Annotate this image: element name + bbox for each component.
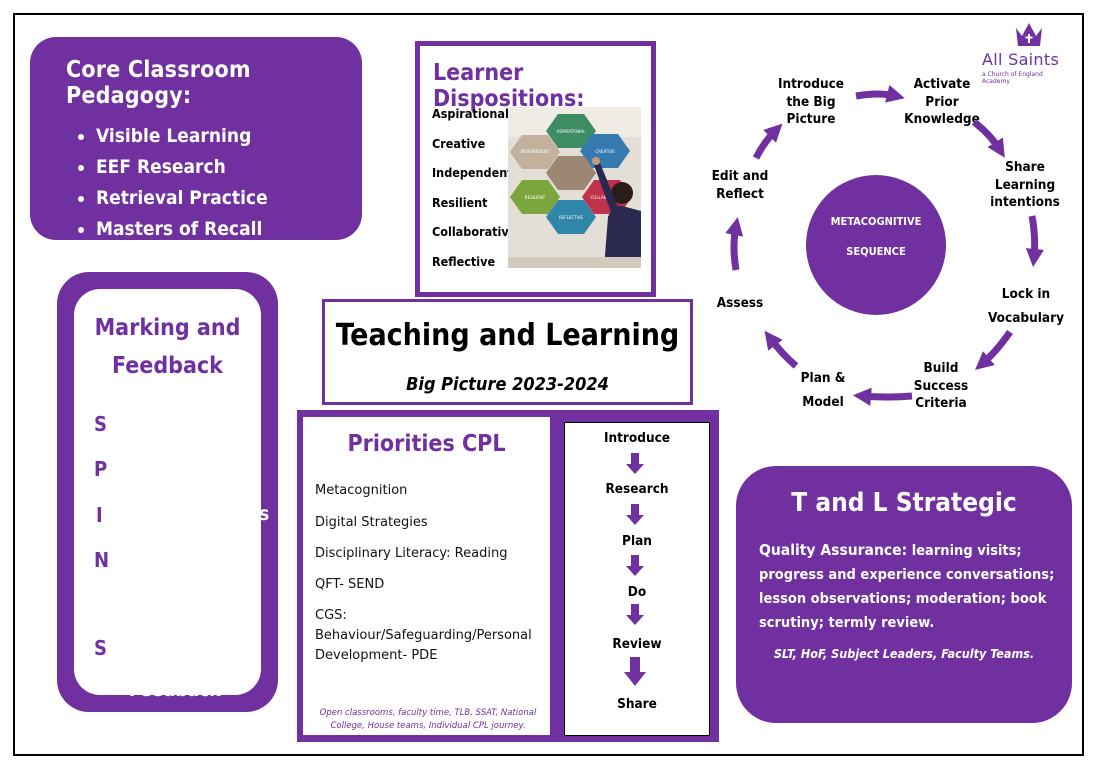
cycle-arrow-icon <box>852 387 913 406</box>
svg-text:INDEPENDENT: INDEPENDENT <box>521 149 550 154</box>
cycle-arrow-icon <box>1025 215 1044 268</box>
metacognitive-sequence-circle: METACOGNITIVE SEQUENCE <box>806 175 946 315</box>
qa-label: Quality Assurance: <box>759 541 908 559</box>
spin-text: Self-awareness <box>128 412 232 456</box>
disposition-item: Reflective <box>432 253 496 269</box>
spin-letter-i: I <box>96 503 103 527</box>
teaching-learning-title-box: Teaching and Learning Big Picture 2023-2… <box>320 297 695 407</box>
spin-text: Praise <box>130 457 191 479</box>
marking-feedback-title: Marking and Feedback <box>94 315 241 379</box>
marking-feedback-card: Marking and Feedback S Self-awareness P … <box>74 289 269 701</box>
svg-text:ASPIRATIONAL: ASPIRATIONAL <box>557 129 586 134</box>
cycle-arrow-icon <box>971 119 1005 158</box>
strategic-body: Quality Assurance: learning visits; prog… <box>759 538 1059 635</box>
flow-step: Share <box>617 696 657 712</box>
down-arrow-icon <box>626 453 644 474</box>
qa-text: learning visits; progress and experience… <box>759 543 1055 631</box>
flow-step: Do <box>627 584 647 600</box>
cpl-item: Disciplinary Literacy: Reading <box>315 546 508 561</box>
svg-text:REFLECTIVE: REFLECTIVE <box>559 215 584 220</box>
cycle-arrow-icon <box>725 217 744 271</box>
cpl-item: CGS: Behaviour/Safeguarding/Personal Dev… <box>315 608 532 663</box>
core-pedagogy-title: Core Classroom Pedagogy: <box>66 57 251 109</box>
spin-text: Feedback <box>129 679 221 701</box>
down-arrow-icon <box>626 604 644 625</box>
spin-letter-s: S <box>94 412 107 436</box>
spin-letter-s: S <box>94 636 107 660</box>
page-title: Teaching and Learning <box>335 318 680 353</box>
disposition-item: Aspirational <box>432 106 509 121</box>
cpl-title: Priorities CPL <box>347 431 506 457</box>
dispositions-list: Aspirational Creative Independent Resili… <box>432 106 516 283</box>
disposition-item: Creative <box>432 135 486 151</box>
dispositions-title: Learner Dispositions: <box>433 60 585 112</box>
cycle-step-plan: Plan &Model <box>800 370 846 410</box>
cpl-item: Metacognition <box>315 483 408 498</box>
strategic-footer: SLT, HoF, Subject Leaders, Faculty Teams… <box>773 646 1035 661</box>
disposition-item: Resilient <box>432 194 488 210</box>
cycle-arrow-icon <box>752 123 783 160</box>
spin-text: Improvements <box>130 503 270 525</box>
cycle-arrow-icon <box>855 84 905 103</box>
core-item: Masters of Recall <box>96 214 340 245</box>
flow-step: Review <box>612 636 662 652</box>
disposition-item: Collaborative <box>432 224 517 239</box>
priorities-cpl-panel: Priorities CPL Metacognition Digital Str… <box>297 410 719 742</box>
spin-text: Next Steps in <box>128 548 258 570</box>
core-item: Visible Learning <box>96 121 340 152</box>
spin-letter-p: P <box>94 457 108 481</box>
flow-step: Research <box>605 481 669 497</box>
cycle-step-assess: Assess <box>716 295 764 311</box>
svg-text:RESILIENT: RESILIENT <box>525 195 546 200</box>
logo-subtitle: a Church of England Academy <box>982 71 1043 85</box>
flow-step: Introduce <box>603 430 671 446</box>
page-border <box>13 13 1084 756</box>
cpl-item: Digital Strategies <box>315 515 428 530</box>
cpl-footer-note: Open classrooms, faculty time, TLB, SSAT… <box>319 708 537 731</box>
down-arrow-icon <box>626 504 644 525</box>
cpl-flow-card: Introduce Research Plan Do Review Share <box>564 422 710 736</box>
tl-strategic-panel: T and L Strategic Quality Assurance: lea… <box>736 466 1072 723</box>
cpl-priorities-card: Priorities CPL Metacognition Digital Str… <box>303 417 550 735</box>
dispositions-wall-photo: ASPIRATIONAL INDEPENDENT CREATIVE RESILI… <box>508 107 641 268</box>
spin-text: Student <box>129 636 206 658</box>
cycle-arrow-icon <box>764 330 799 369</box>
strategic-title: T and L Strategic <box>791 488 1017 518</box>
marking-feedback-panel: Marking and Feedback S Self-awareness P … <box>57 272 278 712</box>
school-logo: All Saints a Church of England Academy <box>982 20 1072 86</box>
core-item: EEF Research <box>96 152 340 183</box>
crown-icon <box>1016 23 1042 46</box>
page-subtitle: Big Picture 2023-2024 <box>406 374 609 395</box>
learner-dispositions-panel: Learner Dispositions: Aspirational Creat… <box>415 41 656 297</box>
core-pedagogy-list: Visible Learning EEF Research Retrieval … <box>66 121 340 245</box>
logo-name: All Saints <box>982 50 1060 69</box>
core-pedagogy-panel: Core Classroom Pedagogy: Visible Learnin… <box>30 37 362 240</box>
cpl-item: QFT- SEND <box>315 577 385 592</box>
svg-text:CREATIVE: CREATIVE <box>595 149 615 154</box>
spin-text: Learning <box>129 591 214 613</box>
down-arrow-icon <box>626 555 644 576</box>
cycle-arrow-icon <box>975 329 1013 370</box>
flow-step: Plan <box>622 533 652 549</box>
spin-letter-n: N <box>94 548 110 572</box>
cycle-arrows <box>725 84 1044 406</box>
disposition-item: Independent <box>432 165 513 180</box>
hexagon-wall-image: ASPIRATIONAL INDEPENDENT CREATIVE RESILI… <box>508 107 641 268</box>
core-item: Retrieval Practice <box>96 183 340 214</box>
down-arrow-icon <box>624 657 646 686</box>
